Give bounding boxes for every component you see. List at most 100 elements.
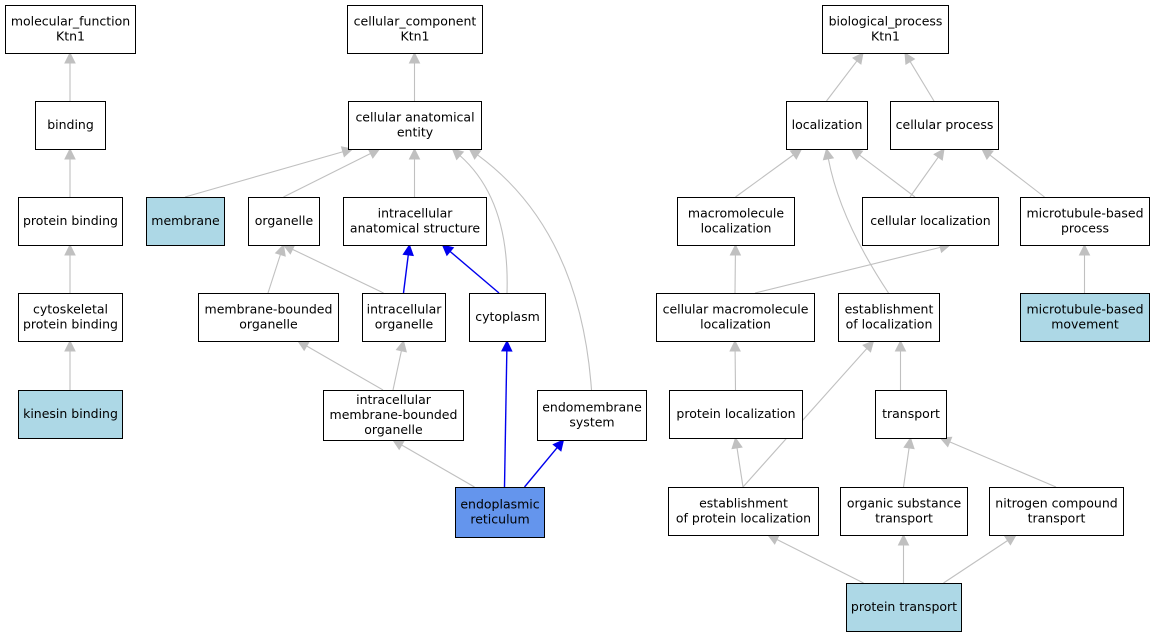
node-cellular-process[interactable]: cellular process — [890, 101, 999, 150]
edge-arrowhead — [729, 243, 742, 256]
node-box — [838, 293, 940, 342]
edge-cellular_localization-to-cellular_process — [909, 148, 945, 198]
node-protein-localization[interactable]: protein localization — [669, 390, 803, 439]
edge-arrowhead — [729, 339, 741, 352]
node-membrane[interactable]: membrane — [146, 197, 225, 246]
node-box — [669, 390, 803, 439]
node-label-line: membrane-bounded — [205, 301, 333, 316]
node-label-line: Ktn1 — [401, 28, 430, 43]
node-label-line: protein transport — [851, 599, 957, 614]
edge-line — [402, 254, 409, 294]
edge-line — [523, 447, 558, 488]
node-label-line: establishment — [699, 495, 788, 510]
node-label-line: establishment — [845, 301, 934, 316]
edge-protein_binding-to-binding — [64, 147, 76, 197]
node-box — [347, 5, 483, 54]
edge-organic_substance_transport-to-transport — [902, 436, 915, 488]
edge-organelle-to-cellular_anatomical_entity — [283, 148, 381, 198]
edge-arrowhead — [64, 147, 76, 160]
node-label-line: of localization — [846, 316, 933, 331]
node-label-line: reticulum — [470, 511, 529, 526]
node-label-line: cellular anatomical — [355, 109, 474, 124]
node-label-line: movement — [1051, 316, 1119, 331]
edge-line — [776, 538, 864, 584]
node-label-line: intracellular — [356, 392, 432, 407]
edge-cytoplasm-to-cellular_anatomical_entity — [451, 148, 508, 294]
node-binding[interactable]: binding — [35, 101, 106, 150]
node-kinesin-binding[interactable]: kinesin binding — [18, 390, 123, 439]
edge-cytoskeletal_protein_binding-to-protein_binding — [64, 243, 76, 293]
edge-line — [902, 447, 910, 488]
edge-line — [827, 158, 889, 294]
edge-arrowhead — [64, 243, 76, 256]
node-box — [469, 293, 546, 342]
edge-arrowhead — [903, 436, 915, 450]
node-box — [362, 293, 446, 342]
node-box — [18, 390, 123, 439]
node-protein-binding[interactable]: protein binding — [18, 197, 123, 246]
edge-arrowhead — [862, 340, 875, 353]
edge-cytoplasm-to-intracellular_anatomical_structure — [441, 244, 500, 294]
edge-arrowhead — [981, 148, 994, 161]
node-box — [989, 487, 1124, 536]
node-box — [677, 197, 795, 246]
edge-binding-to-mf_root — [64, 51, 76, 101]
node-box — [198, 293, 339, 342]
edge-line — [742, 348, 868, 488]
edge-arrowhead — [274, 243, 286, 257]
node-label-line: entity — [397, 124, 434, 139]
edge-microtubule_based_process-to-cellular_process — [981, 148, 1045, 198]
node-box — [248, 197, 320, 246]
edge-arrowhead — [297, 340, 310, 352]
edge-line — [826, 60, 858, 102]
node-organelle[interactable]: organelle — [248, 197, 320, 246]
node-label-line: transport — [875, 510, 933, 525]
node-box — [822, 5, 949, 54]
edge-localization-to-bp_root — [826, 52, 864, 102]
edge-cellular_macromolecule_localization-to-macromolecule_localization — [729, 243, 742, 294]
node-label-line: intracellular — [378, 205, 454, 220]
node-protein-transport[interactable]: protein transport — [846, 583, 962, 632]
edge-line — [909, 156, 939, 198]
node-label-line: organelle — [364, 422, 423, 437]
node-box — [890, 101, 999, 150]
edge-intracellular_mb_organelle-to-membrane_bounded_organelle — [297, 340, 384, 391]
edge-arrowhead — [850, 148, 864, 160]
edge-membrane-to-cellular_anatomical_entity — [184, 146, 354, 198]
node-cellular-localization[interactable]: cellular localization — [862, 197, 999, 246]
edge-line — [283, 152, 371, 198]
node-label-line: system — [569, 414, 614, 429]
edge-arrowhead — [731, 436, 743, 450]
edge-arrowhead — [552, 439, 565, 452]
edge-arrowhead — [904, 52, 916, 65]
edge-line — [184, 151, 344, 198]
edge-line — [736, 447, 744, 488]
node-transport[interactable]: transport — [875, 390, 947, 439]
node-label-line: organelle — [255, 213, 314, 228]
node-localization[interactable]: localization — [786, 101, 868, 150]
edge-cellular_localization-to-localization — [850, 148, 916, 198]
node-cytoplasm[interactable]: cytoplasm — [469, 293, 546, 342]
edge-line — [754, 246, 941, 294]
